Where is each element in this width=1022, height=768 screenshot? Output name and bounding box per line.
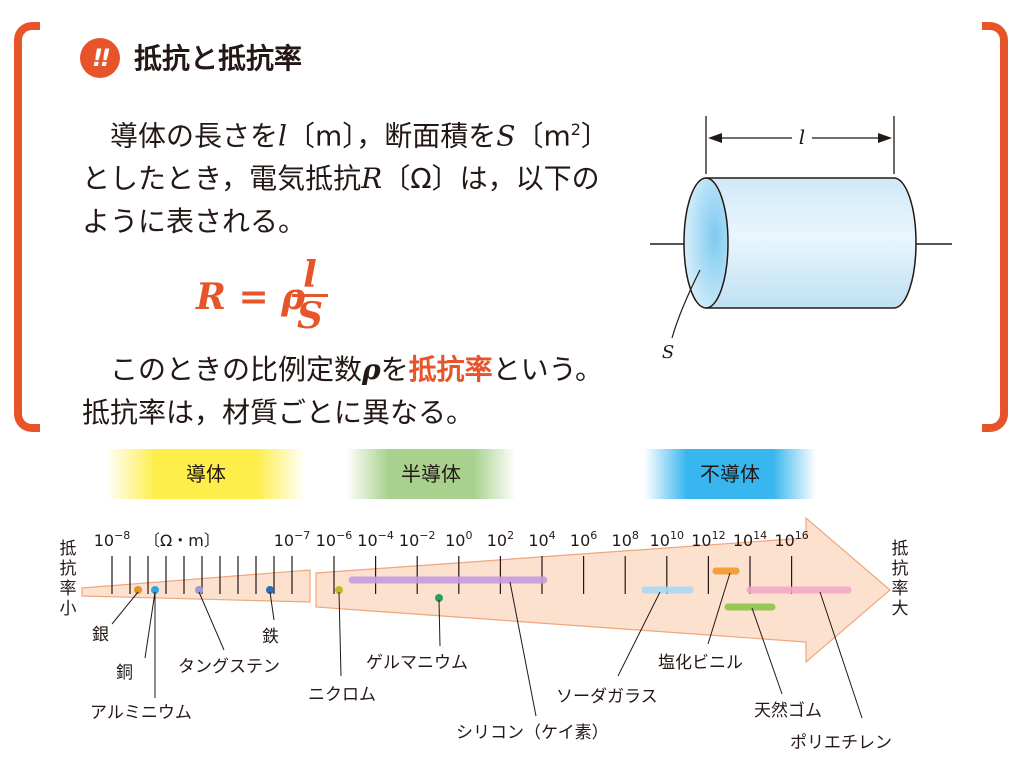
material-leaders	[111, 572, 863, 719]
tick-label-small-0: 10−8	[94, 529, 131, 550]
small-scale-ticks: 10−8 10−7	[94, 529, 311, 594]
svg-text:小: 小	[60, 599, 77, 619]
material-leader-10	[751, 607, 783, 695]
material-bars	[134, 567, 852, 611]
material-name-0: 銀	[92, 625, 109, 645]
svg-text:率: 率	[892, 579, 909, 599]
material-name-1: 銅	[116, 663, 133, 683]
tick-label-large-11: 1016	[774, 529, 808, 550]
length-label: l	[799, 125, 805, 149]
svg-text:大: 大	[892, 599, 909, 619]
tick-label-large-5: 104	[528, 529, 555, 550]
tick-label-large-0: 10−6	[316, 529, 353, 550]
scale-arrow-left	[81, 569, 311, 603]
material-leader-7	[509, 581, 537, 717]
material-marker-0	[134, 586, 142, 594]
tick-label-large-2: 10−2	[399, 529, 436, 550]
tick-label-large-7: 108	[612, 529, 639, 550]
resistivity-term: 抵抗率	[408, 353, 493, 386]
category-semiconductor: 半導体	[346, 449, 516, 499]
left-bracket	[14, 22, 40, 432]
material-marker-1	[151, 586, 159, 594]
material-name-7: シリコン（ケイ素）	[456, 723, 609, 743]
material-leader-8	[617, 591, 661, 677]
formula-fraction: l S	[292, 256, 328, 335]
material-leader-11	[819, 591, 863, 719]
tick-label-large-3: 100	[445, 529, 472, 550]
unit-label: 〔Ω・m〕	[144, 531, 220, 550]
tick-label-large-6: 106	[570, 529, 597, 550]
material-marker-4	[266, 586, 274, 594]
material-leader-3	[198, 591, 225, 651]
material-leader-4	[269, 591, 275, 621]
material-leader-1	[144, 591, 156, 659]
material-name-2: アルミニウム	[90, 703, 192, 723]
conductor-cylinder-diagram: l S	[650, 116, 952, 363]
alert-badge-icon: !!	[80, 38, 120, 78]
conclusion-paragraph: このときの比例定数ρを抵抗率という。抵抗率は，材質ごとに異なる。	[82, 353, 603, 429]
material-name-6: ゲルマニウム	[366, 653, 468, 673]
material-leader-5	[338, 591, 342, 677]
material-name-8: ソーダガラス	[556, 687, 658, 707]
section-title: 抵抗と抵抗率	[134, 42, 303, 75]
material-marker-6	[435, 594, 443, 602]
category-conductor: 導体	[106, 449, 306, 499]
formula-denominator: S	[297, 295, 323, 337]
svg-text:抗: 抗	[892, 559, 909, 579]
material-marker-3	[195, 586, 203, 594]
tick-label-large-1: 10−4	[357, 529, 394, 550]
area-label: S	[662, 342, 674, 363]
material-leader-6	[438, 599, 441, 647]
material-leader-9	[707, 572, 731, 645]
scale-arrow-right	[315, 516, 891, 664]
material-name-3: タングステン	[178, 657, 280, 677]
svg-text:抵: 抵	[60, 539, 77, 559]
svg-text:抵: 抵	[892, 539, 909, 559]
material-name-11: ポリエチレン	[790, 733, 892, 753]
tick-label-small-1: 10−7	[274, 529, 311, 550]
material-marker-5	[335, 586, 343, 594]
material-leader-0	[111, 591, 139, 625]
tick-label-large-9: 1012	[691, 529, 725, 550]
tick-label-large-8: 1010	[650, 529, 684, 550]
tick-label-large-10: 1014	[733, 529, 767, 550]
svg-text:率: 率	[60, 579, 77, 599]
category-insulator: 不導体	[644, 449, 816, 499]
material-name-5: ニクロム	[308, 685, 376, 705]
material-name-9: 塩化ビニル	[658, 653, 743, 673]
right-bracket	[982, 22, 1008, 432]
material-name-4: 鉄	[262, 627, 279, 647]
formula-lhs: R = ρ	[196, 276, 306, 318]
svg-text:抗: 抗	[60, 559, 77, 579]
tick-label-large-4: 102	[487, 529, 514, 550]
material-name-10: 天然ゴム	[754, 700, 822, 721]
formula-numerator: l	[303, 254, 317, 296]
intro-paragraph: 導体の長さをl〔m〕，断面積をS〔m2〕としたとき，電気抵抗R〔Ω〕は，以下のよ…	[82, 119, 609, 239]
